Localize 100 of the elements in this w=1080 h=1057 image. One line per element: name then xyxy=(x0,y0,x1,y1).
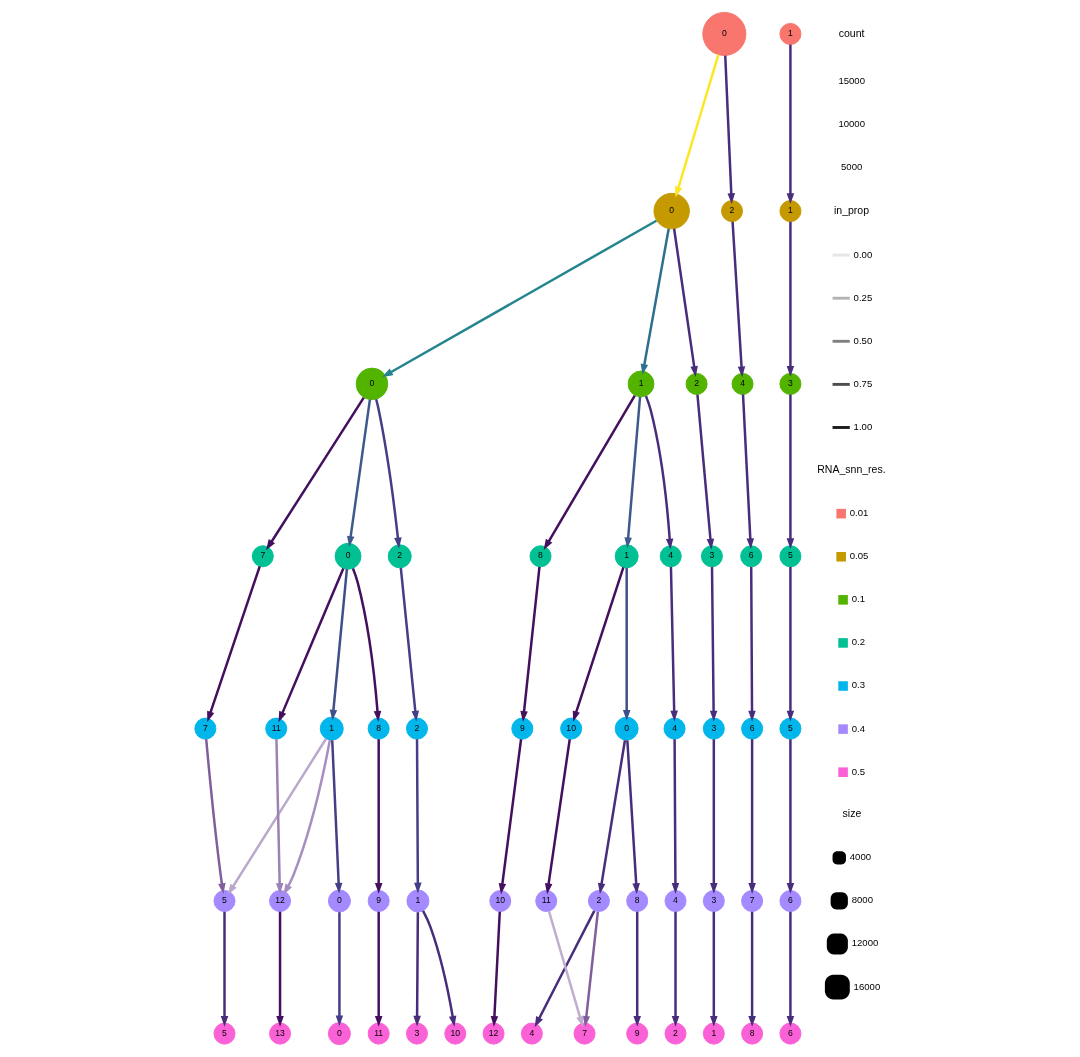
arrow xyxy=(206,566,261,723)
node-circle: 9 xyxy=(367,889,390,912)
node-circle: 12 xyxy=(268,889,291,912)
arrow xyxy=(747,566,756,722)
node-circle: 5 xyxy=(213,1022,236,1045)
node-circle: 1 xyxy=(319,716,344,741)
node-circle: 10 xyxy=(559,717,582,740)
label: 5000 xyxy=(840,160,862,172)
node-circle: 2 xyxy=(720,200,743,223)
node-circle: 4 xyxy=(663,717,686,740)
node-circle: 1 xyxy=(702,1022,725,1045)
arrow xyxy=(709,911,718,1027)
arrow xyxy=(632,911,641,1027)
node-circle: 6 xyxy=(739,545,762,568)
legend-label: 0.00 xyxy=(853,248,872,260)
node-circle: 7 xyxy=(740,889,763,912)
arrow xyxy=(275,911,284,1027)
node-circle: 0 xyxy=(614,716,639,741)
legend-label: 4000 xyxy=(849,851,871,863)
node-circle: 1 xyxy=(614,544,639,569)
arrow xyxy=(547,911,583,1027)
node-circle: 1 xyxy=(627,370,654,398)
arrow xyxy=(709,566,717,722)
legend-label: 0.75 xyxy=(853,377,872,389)
node-circle: 11 xyxy=(534,889,557,912)
arrow xyxy=(544,739,571,895)
arrow xyxy=(622,567,630,721)
node-circle: 8 xyxy=(367,717,390,740)
arrow xyxy=(582,911,599,1027)
arrow xyxy=(572,567,625,722)
arrow xyxy=(695,394,714,550)
arrow xyxy=(669,566,678,722)
arrow xyxy=(274,739,283,894)
node-circle: 6 xyxy=(740,717,763,740)
arrow xyxy=(519,566,541,722)
arrow xyxy=(644,395,673,550)
legend-label: 0.1 xyxy=(851,593,865,605)
arrow xyxy=(709,739,718,894)
arrow xyxy=(786,44,794,205)
node-circle: 7 xyxy=(573,1022,596,1045)
arrow xyxy=(412,912,421,1027)
node-circle: 2 xyxy=(587,889,610,912)
arrow xyxy=(335,912,343,1027)
legend-label: 0.50 xyxy=(853,334,872,346)
node-circle: 5 xyxy=(778,717,801,740)
arrow xyxy=(220,911,228,1027)
node-circle: 3 xyxy=(702,717,725,740)
arrow xyxy=(723,55,735,204)
legend-label: 8000 xyxy=(851,894,873,906)
node-circle: 10 xyxy=(443,1022,466,1045)
node-circle: 8 xyxy=(740,1022,763,1045)
arrow xyxy=(671,739,679,894)
arrow xyxy=(623,396,641,549)
arrow xyxy=(265,397,365,551)
arrow xyxy=(741,394,754,550)
node-circle: 10 xyxy=(488,889,511,912)
node-circle: 0 xyxy=(701,11,746,56)
arrow xyxy=(227,738,327,895)
arrow xyxy=(747,911,756,1027)
node-circle: 3 xyxy=(702,889,725,912)
legend-label: 1.00 xyxy=(853,420,872,432)
node-circle: 8 xyxy=(625,889,648,912)
node-circle: 9 xyxy=(510,717,533,740)
node-circle: 2 xyxy=(405,717,428,740)
node-circle: 6 xyxy=(778,1022,801,1045)
node-circle: 1 xyxy=(778,200,801,223)
arrow xyxy=(543,394,636,550)
node-circle: 11 xyxy=(367,1022,390,1045)
arrow xyxy=(282,739,331,895)
arrow xyxy=(346,399,371,547)
arrow xyxy=(374,398,402,549)
arrow xyxy=(730,221,745,378)
arrow xyxy=(786,566,794,722)
legend-label: 0.4 xyxy=(851,722,865,734)
arrow xyxy=(625,740,640,894)
node-circle: 2 xyxy=(685,372,708,395)
arrow xyxy=(204,739,226,895)
node-circle: 4 xyxy=(731,372,754,395)
arrow xyxy=(597,740,626,894)
arrow xyxy=(351,568,381,722)
node-circle: 0 xyxy=(327,1022,351,1046)
legend-label: 0.2 xyxy=(851,636,865,648)
node-circle: 0 xyxy=(355,367,388,401)
label: RNA_snn_res. xyxy=(816,462,886,475)
arrow xyxy=(747,739,756,894)
arrow xyxy=(413,739,422,894)
arrow xyxy=(374,911,382,1027)
arrow xyxy=(381,219,657,378)
label: count xyxy=(838,26,865,39)
arrow xyxy=(672,228,698,377)
arrow xyxy=(374,739,382,894)
arrow xyxy=(674,54,720,198)
legend-label: 0.25 xyxy=(853,291,872,303)
node-circle: 11 xyxy=(264,717,287,740)
node-circle: 0 xyxy=(653,192,690,230)
node-circle: 7 xyxy=(193,717,216,740)
node-circle: 9 xyxy=(625,1022,648,1045)
node-circle: 0 xyxy=(327,889,351,913)
node-circle: 2 xyxy=(387,544,412,569)
arrow xyxy=(786,221,794,377)
